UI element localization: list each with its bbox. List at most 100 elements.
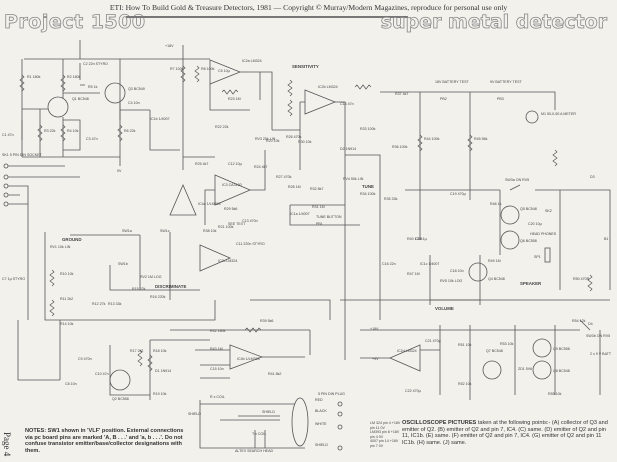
label-r18: R18 10k [153, 349, 167, 353]
label-wire-white: WHITE [315, 422, 327, 426]
label-r43: R43 1M [210, 347, 223, 351]
label-c4: C4 10n [128, 101, 140, 105]
label-q9: Q9 BC558 [553, 347, 570, 351]
label-sk1: SK1 5 PIN DIN SOCKET [2, 153, 43, 157]
pin-row: 4007 pin 14 +18V [370, 439, 399, 444]
label-r21: R21 100k [218, 225, 234, 229]
label-rv1: RV1 10k LIN [50, 245, 71, 249]
label-c12: C12 10µ [228, 162, 242, 166]
label-battery: 2 x 9 V BATT [590, 352, 612, 356]
label-q2: Q2 BC558 [112, 397, 129, 401]
label-pb2: PB2 [440, 97, 447, 101]
label-c1: C1 47n [2, 133, 14, 137]
q9-symbol [532, 338, 552, 358]
label-r10: R10 10k [60, 272, 74, 276]
label-c5: C5 10µ [218, 69, 230, 73]
label-shield-coil: SHIELD [262, 410, 275, 414]
label-r36: R36 100k [392, 145, 408, 149]
label-rv3: RV3 25k LIN [255, 137, 276, 141]
label-r30: R30 10k [298, 140, 312, 144]
label-r44: R44 100k [424, 137, 440, 141]
label-r1: R1 180k [27, 75, 41, 79]
label-0v-q3: 0V [117, 169, 122, 173]
title-rule [126, 16, 408, 18]
label-r16: R16 220k [150, 295, 166, 299]
label-sk2: SK2 [545, 209, 552, 213]
label-q8: Q8 BC548 [553, 369, 570, 373]
label-tune: TUNE [362, 184, 374, 189]
label-c15: C15 10n [210, 367, 224, 371]
label-c3: C3 47n [86, 137, 98, 141]
label-r45: R45 56k [474, 137, 488, 141]
q4-symbol [468, 262, 488, 282]
label-r12: R12 27k [92, 302, 106, 306]
label-q5: Q5 BC548 [520, 207, 537, 211]
label-sw3b: SW3b ON RV5 [586, 334, 610, 338]
notes-text: NOTES: SW1 shown in 'VLF' position. Exte… [25, 428, 184, 454]
label-9v-batt-test: 9V BATTERY TEST [490, 80, 522, 84]
label-r26: R26 470k [286, 135, 302, 139]
label-r27: R27 470k [276, 175, 292, 179]
label-d4: D4 [588, 322, 593, 326]
label-c2: C2 22n STYRO [83, 62, 108, 66]
label-r52: R52 10k [458, 382, 472, 386]
label-c22: C22 470µ [405, 389, 421, 393]
pin-table: LM 324 pin 4 +18V pin 11 0V LM393 pin 8 … [370, 421, 400, 449]
label-c19: C19 470µ [450, 192, 466, 196]
label-r31: R31 1M [312, 205, 325, 209]
label-c11: C11 220n STYRO [236, 242, 265, 246]
label-sp1: SP1 [534, 255, 541, 259]
label-r49: R49 1M [488, 259, 501, 263]
label-plus18-top: +18V [165, 44, 174, 48]
label-r3: R3 22k [44, 129, 56, 133]
label-ic3: IC3 CA3130 [222, 183, 242, 187]
label-plus18-mid: +18V [370, 327, 379, 331]
label-r24: R24 4k7 [254, 165, 267, 169]
pin-row: pin 7 0V [370, 443, 384, 448]
label-q3: Q3 BC549 [128, 87, 145, 91]
q6-symbol [500, 230, 520, 250]
ic2b-symbol [304, 89, 337, 115]
label-q6: Q6 BC558 [520, 239, 537, 243]
label-r29: R29 5k6 [224, 207, 237, 211]
label-plus9-mid: +9V [372, 357, 379, 361]
label-ic4a: IC4a 1/LM393 [198, 202, 221, 206]
label-r15: R15 22k [132, 287, 146, 291]
label-b1: B1 [604, 237, 608, 241]
label-sw3a: SW3a ON RV5 [505, 178, 529, 182]
label-r41: R41 8k2 [268, 372, 281, 376]
label-wire-shield: SHIELD [315, 443, 328, 447]
resistor-glyphs [19, 65, 593, 372]
label-r7: R7 100k [170, 67, 184, 71]
q3-symbol [104, 82, 126, 104]
label-r28: R28 1M [288, 185, 301, 189]
label-r33: R33 100k [360, 127, 376, 131]
pin-row: LM 324 pin 4 +18V [370, 421, 401, 425]
copyright-header: ETI: How To Build Gold & Treasure Detect… [109, 3, 508, 12]
label-m1: M1 50-0-50 A METER [541, 112, 576, 116]
label-ground: GROUND [62, 237, 82, 242]
label-r34: R34 100k [360, 192, 376, 196]
label-r-coil: R x COIL [210, 395, 225, 399]
label-din-plug: 5 PIN DIN PLUG [318, 392, 345, 396]
q5-symbol [500, 205, 520, 225]
label-d1: D1 1N914 [155, 369, 171, 373]
label-zd1: ZD1 5V6 [518, 367, 532, 371]
label-r38: R38 10k [203, 229, 217, 233]
meter-symbol [525, 110, 539, 124]
ic2d-symbol [388, 344, 421, 372]
label-r6: R6 22k [124, 129, 136, 133]
label-r35: R35 33k [384, 197, 398, 201]
label-r51: R51 10k [458, 343, 472, 347]
ic2c-symbol [199, 244, 232, 272]
label-sensitivity: SENSITIVITY [292, 64, 319, 69]
label-rv2: RV2 1M LOG [140, 275, 162, 279]
label-r23: R23 1M [228, 97, 241, 101]
label-r22: R22 22k [215, 125, 229, 129]
label-ic1a: IC1a 1/4007 [290, 212, 310, 216]
oscilloscope-title: OSCILLOSCOPE PICTURES [402, 420, 477, 426]
label-c10: C10 47n [95, 372, 109, 376]
label-r17: R17 2k2 [130, 349, 143, 353]
label-r55: R55 10k [548, 392, 562, 396]
